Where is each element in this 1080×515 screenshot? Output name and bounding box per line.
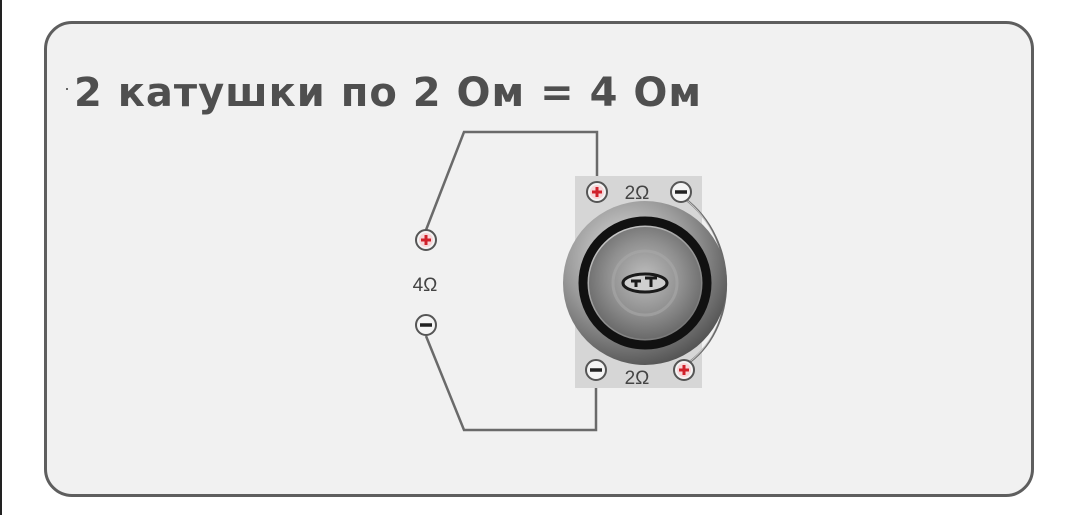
positive-wire: [424, 130, 599, 231]
coil2-impedance-label: 2Ω: [625, 368, 650, 389]
coil1-impedance-label: 2Ω: [625, 183, 650, 204]
subwoofer-speaker: [563, 201, 727, 365]
coil2-minus-terminal: [585, 359, 607, 381]
amp-plus-terminal: [415, 229, 437, 251]
diagram-title: 2 катушки по 2 Ом = 4 Ом: [74, 70, 703, 116]
coil1-plus-terminal: [586, 181, 608, 203]
coil1-minus-terminal: [670, 181, 692, 203]
amp-minus-terminal: [415, 314, 437, 336]
oval-logo-icon: [621, 272, 669, 294]
wires: [424, 130, 599, 432]
diagram-panel: [44, 21, 1034, 497]
negative-wire: [424, 335, 598, 432]
coil2-plus-terminal: [673, 359, 695, 381]
left-edge-line: [0, 0, 2, 515]
amp-impedance-label: 4Ω: [413, 275, 438, 296]
stray-dot: [66, 88, 68, 90]
